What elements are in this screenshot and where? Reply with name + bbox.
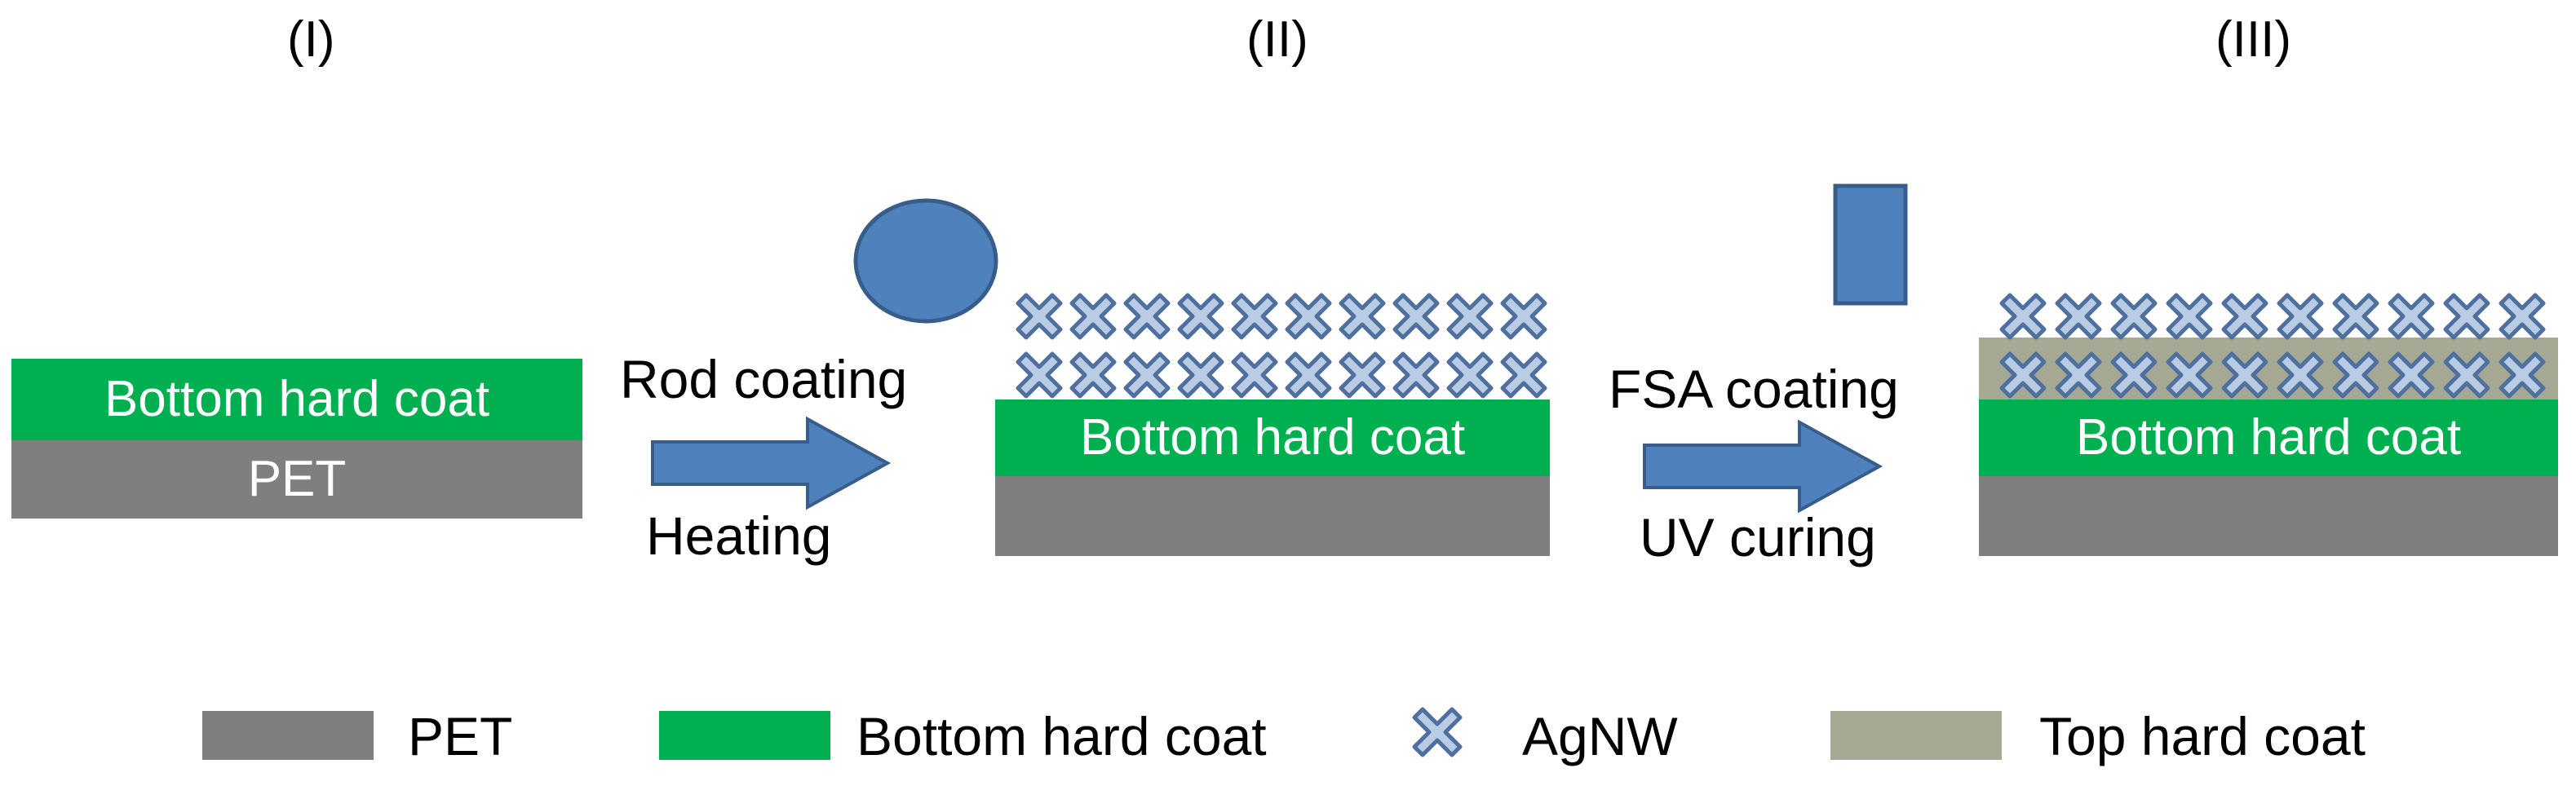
agnw-x-cross-icon [2277,351,2324,399]
agnw-x-cross-icon [1231,293,1278,340]
legend-top-coat-swatch [1830,711,2002,760]
agnw-x-cross-icon [1231,351,1278,399]
agnw-x-cross-icon [2166,293,2213,340]
stage-label-3: (III) [2215,11,2291,68]
agnw-x-cross-icon [1285,293,1332,340]
agnw-x-cross-icon [2110,351,2158,399]
agnw-x-cross-icon [1069,351,1117,399]
agnw-x-cross-icon [1016,293,1063,340]
step1-above-label: Rod coating [620,349,908,409]
agnw-x-cross-icon [1999,293,2047,340]
stage3-bottom-coat: Bottom hard coat [1979,400,2558,476]
agnw-x-cross-icon [2443,293,2490,340]
agnw-x-cross-icon [2055,293,2102,340]
agnw-x-cross-icon [1339,293,1386,340]
agnw-x-cross-icon [1123,351,1171,399]
legend-bottom-coat-label: Bottom hard coat [856,706,1267,766]
agnw-x-cross-icon [2166,351,2213,399]
stage-label-2: (II) [1246,11,1308,68]
stage3-agnw-layer [1999,293,2546,399]
agnw-x-cross-icon [1285,351,1332,399]
legend-agnw-label: AgNW [1522,706,1678,766]
agnw-x-cross-icon [2332,293,2379,340]
agnw-x-cross-icon [1069,293,1117,340]
legend-top-coat-label: Top hard coat [2039,706,2366,766]
agnw-x-cross-icon [2388,293,2435,340]
agnw-x-cross-icon [2055,351,2102,399]
legend-pet-label: PET [408,706,513,766]
rod-tool-icon [853,198,998,324]
stage1-bottom-coat-label: Bottom hard coat [104,371,490,427]
agnw-x-cross-icon [2110,293,2158,340]
stage3-pet-layer [1979,476,2558,556]
agnw-x-cross-icon [1999,351,2047,399]
legend-pet-swatch [202,711,374,760]
agnw-x-cross-icon [1500,293,1547,340]
step1-arrow-icon [651,416,892,510]
legend-agnw-x-cross-icon [1412,707,1463,757]
agnw-x-cross-icon [2443,351,2490,399]
stage1-pet-layer: PET [11,440,582,519]
step2-arrow-icon [1643,419,1883,514]
agnw-x-cross-icon [2221,351,2268,399]
step2-above-label: FSA coating [1609,359,1899,419]
agnw-x-cross-icon [1500,351,1547,399]
agnw-x-cross-icon [1177,351,1224,399]
agnw-x-cross-icon [1339,351,1386,399]
step1-below-label: Heating [646,505,832,566]
slot-die-tool-icon [1833,183,1908,306]
agnw-x-cross-icon [2499,351,2546,399]
stage1-pet-label: PET [247,451,347,507]
stage3-bottom-coat-label: Bottom hard coat [2075,409,2462,466]
stage2-pet-layer [995,476,1550,556]
agnw-x-cross-icon [2332,351,2379,399]
agnw-x-cross-icon [1392,293,1440,340]
agnw-x-cross-icon [1177,293,1224,340]
stage1-bottom-coat: Bottom hard coat [11,359,582,440]
step2-below-label: UV curing [1640,507,1876,567]
agnw-x-cross-icon [1123,293,1171,340]
agnw-x-cross-icon [1016,351,1063,399]
stage2-bottom-coat: Bottom hard coat [995,400,1550,476]
agnw-x-cross-icon [1446,351,1494,399]
agnw-x-cross-icon [1392,351,1440,399]
agnw-x-cross-icon [2277,293,2324,340]
agnw-x-cross-icon [2221,293,2268,340]
legend-bottom-coat-swatch [659,711,830,760]
agnw-x-cross-icon [1446,293,1494,340]
stage-label-1: (I) [287,11,335,68]
agnw-x-cross-icon [2499,293,2546,340]
agnw-x-cross-icon [2388,351,2435,399]
stage2-bottom-coat-label: Bottom hard coat [1079,409,1466,466]
stage2-agnw-layer [1016,293,1547,399]
